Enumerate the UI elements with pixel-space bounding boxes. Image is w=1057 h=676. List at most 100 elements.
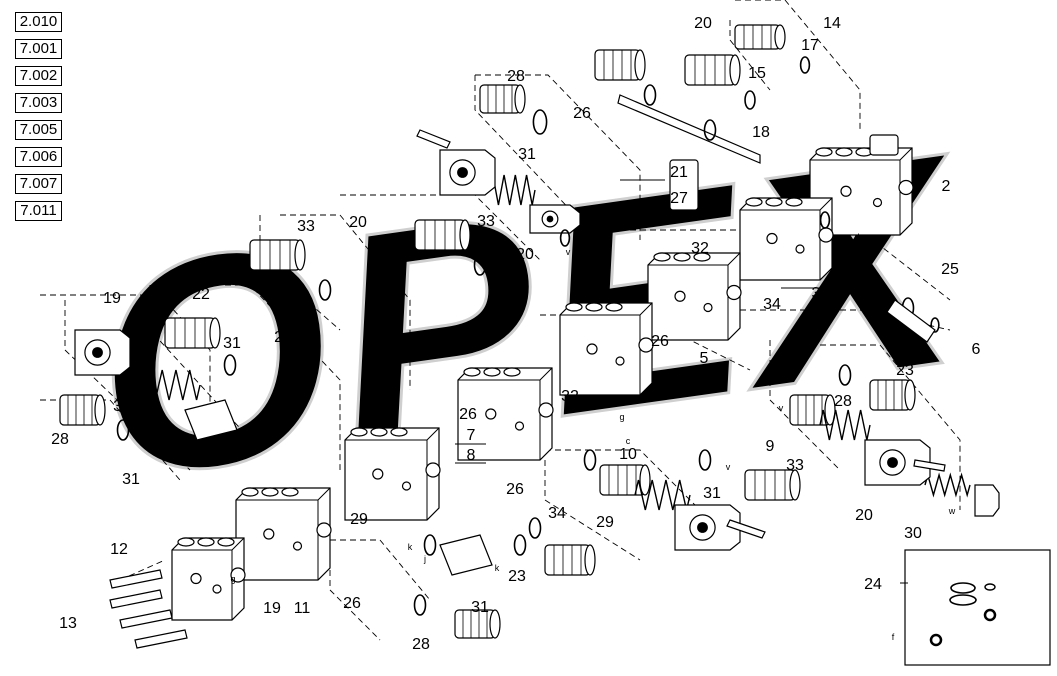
o-ring-4 xyxy=(744,90,756,110)
leader-16 xyxy=(320,539,431,601)
callout-3: 15 xyxy=(748,65,766,82)
o-ring-5 xyxy=(318,279,332,301)
valve-section-3 xyxy=(739,197,834,281)
cartridge-15 xyxy=(684,54,741,86)
cartridge-33-right xyxy=(744,469,801,501)
o-ring-7 xyxy=(223,354,237,376)
callout-30: 31 xyxy=(113,398,131,415)
ref-link-8[interactable]: 7.011 xyxy=(15,201,62,221)
callout-49: 11 xyxy=(294,600,311,617)
piston-29-right xyxy=(789,394,836,426)
leader-3 xyxy=(64,300,191,471)
bolt-2 xyxy=(134,629,188,649)
small-label-9: k xyxy=(408,542,413,552)
small-label-28: f xyxy=(892,632,895,642)
callout-13: 33 xyxy=(477,213,495,230)
ref-link-4[interactable]: 7.003 xyxy=(15,93,62,113)
leader-14 xyxy=(820,344,961,510)
spool-cap-bottom xyxy=(674,504,741,551)
callout-47: 13 xyxy=(59,615,77,632)
o-ring-2 xyxy=(703,119,717,141)
callout-48: 19 xyxy=(263,600,281,617)
bolt-right xyxy=(913,459,946,472)
callout-4: 18 xyxy=(752,124,770,141)
callout-8: 21 xyxy=(670,164,688,181)
ref-link-5[interactable]: 7.005 xyxy=(15,120,62,140)
ref-link-6[interactable]: 7.006 xyxy=(15,147,62,167)
spool-rod xyxy=(617,94,761,164)
o-ring-10 xyxy=(838,364,852,386)
spring-30 xyxy=(924,472,971,498)
small-label-5: j xyxy=(215,441,218,451)
callout-17: 19 xyxy=(103,290,121,307)
bolt-0 xyxy=(109,589,163,609)
callout-51: 31 xyxy=(471,599,489,616)
o-ring-0 xyxy=(532,109,548,135)
leader-0 xyxy=(475,74,641,240)
callout-18: 22 xyxy=(192,286,210,303)
callout-0: 20 xyxy=(694,15,712,32)
callout-22: 3 xyxy=(812,285,821,302)
plug-28-right xyxy=(869,379,916,411)
ref-link-7[interactable]: 7.007 xyxy=(15,174,62,194)
kit-ring-g2 xyxy=(949,594,977,606)
plate-left xyxy=(184,399,238,441)
cartridge-34-bottom xyxy=(544,544,596,576)
callout-9: 27 xyxy=(670,190,688,207)
plug-top-right xyxy=(869,134,899,156)
o-ring-13 xyxy=(116,419,130,441)
leader-13 xyxy=(729,20,771,91)
callout-38: 29 xyxy=(350,511,368,528)
callout-53: 28 xyxy=(412,636,430,653)
callout-10: 2 xyxy=(942,178,951,195)
kit-ring-k xyxy=(983,608,997,622)
spring-right xyxy=(819,409,871,441)
small-label-15: c xyxy=(626,436,631,446)
bolt-3 xyxy=(109,569,163,589)
cartridge-33-left xyxy=(249,239,306,271)
legend-kit-24 xyxy=(900,549,1051,666)
legend-frame xyxy=(904,549,1051,666)
spring-left xyxy=(144,369,201,401)
callout-27: 6 xyxy=(972,341,981,358)
small-label-12: k xyxy=(495,563,500,573)
spool-cap-right xyxy=(864,439,931,486)
plate-23-right xyxy=(886,299,936,343)
callout-1: 14 xyxy=(823,15,841,32)
ref-link-1[interactable]: 2.010 xyxy=(15,12,62,32)
parts xyxy=(59,24,1048,649)
ref-link-3[interactable]: 7.002 xyxy=(15,66,62,86)
valve-section-10 xyxy=(344,427,441,521)
leader-17 xyxy=(329,560,381,641)
small-label-6: k xyxy=(231,453,236,463)
small-label-1: g xyxy=(834,250,839,260)
callout-41: 31 xyxy=(703,485,721,502)
valve-body-2 xyxy=(809,147,914,236)
o-ring-8 xyxy=(698,449,712,471)
cartridge-33-mid xyxy=(414,219,471,251)
callout-15: 32 xyxy=(691,240,709,257)
callout-44: 20 xyxy=(855,507,873,524)
ref-link-2[interactable]: 7.001 xyxy=(15,39,62,59)
o-ring-15 xyxy=(930,317,940,333)
o-ring-1 xyxy=(643,84,657,106)
callout-23: 4 xyxy=(812,306,821,323)
o-ring-3 xyxy=(799,56,811,74)
leader-4 xyxy=(155,284,341,470)
callout-52: 23 xyxy=(508,568,526,585)
callout-45: 30 xyxy=(904,525,922,542)
leader-2 xyxy=(40,294,211,440)
plug-28-bottom xyxy=(454,609,501,639)
callout-25: 5 xyxy=(700,350,709,367)
spring-bottom xyxy=(634,479,691,511)
callout-29: 28 xyxy=(51,431,69,448)
callout-21: 31 xyxy=(223,335,241,352)
o-ring-18 xyxy=(528,517,542,539)
small-label-4: i xyxy=(916,337,918,347)
callout-20: 26 xyxy=(274,329,292,346)
small-label-13: y xyxy=(783,357,788,367)
plug-spool-top xyxy=(594,49,646,81)
relief-valve-14 xyxy=(734,24,786,50)
